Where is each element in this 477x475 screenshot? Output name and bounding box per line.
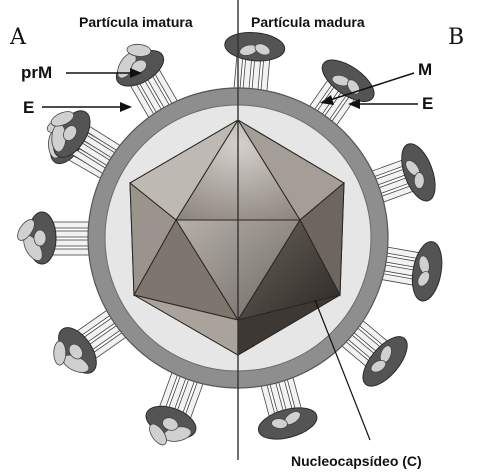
prm-label: prM [21, 63, 52, 82]
mature-particle-title: Partícula madura [251, 14, 365, 30]
m-label: M [418, 60, 432, 79]
e-left-label: E [23, 98, 34, 117]
nucleocapsid-label: Nucleocapsídeo (C) [291, 453, 422, 469]
envelope-protein-spike [14, 212, 93, 264]
immature-particle-title: Partícula imatura [79, 14, 193, 30]
e-left-arrowhead [120, 102, 132, 112]
envelope-protein-spike [221, 30, 286, 96]
panel-b-label: B [448, 25, 464, 50]
panel-a-label: A [9, 25, 27, 50]
e-right-label: E [422, 94, 433, 113]
